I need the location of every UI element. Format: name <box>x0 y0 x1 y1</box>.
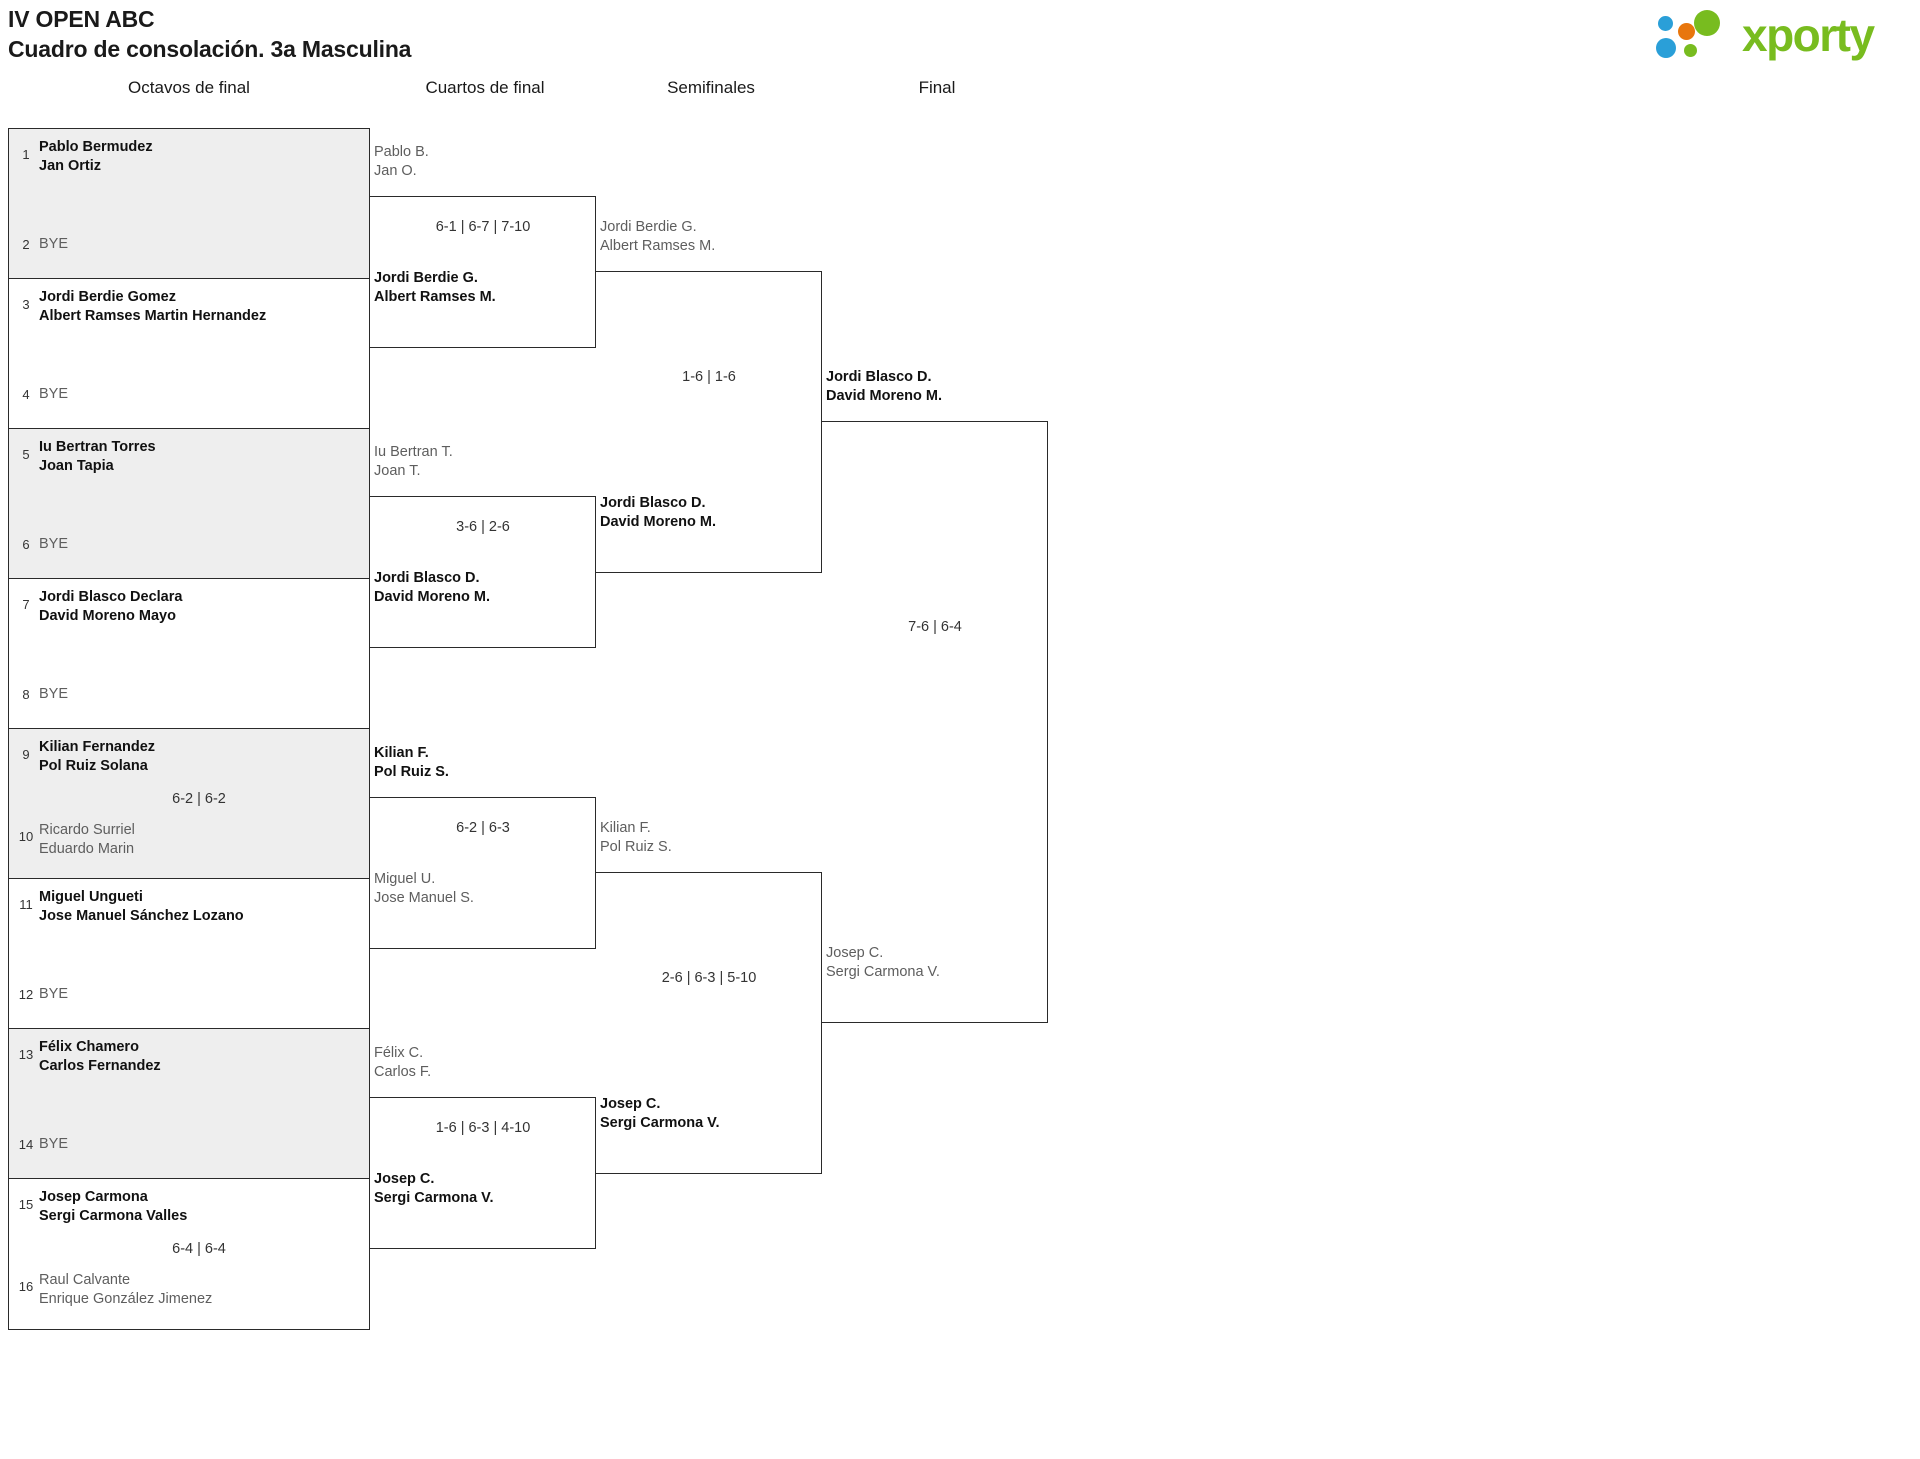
seed-number: 4 <box>22 387 30 402</box>
r1-match-1[interactable]: 1 Pablo Bermudez Jan Ortiz 2 BYE <box>8 128 370 278</box>
seed-number: 14 <box>18 1137 34 1152</box>
match-score: 3-6 | 2-6 <box>456 519 510 535</box>
r3-team-bottom-2: Josep C. Sergi Carmona V. <box>600 1096 720 1131</box>
xporty-logo: xporty <box>1656 8 1906 66</box>
r1-match-6[interactable]: 11 Miguel Ungueti Jose Manuel Sánchez Lo… <box>8 878 370 1028</box>
match-score: 2-6 | 6-3 | 5-10 <box>661 970 757 986</box>
r2-team-top-2: Iu Bertran T. Joan T. <box>374 444 453 479</box>
team-names-bottom: BYE <box>39 386 69 402</box>
page-header: IV OPEN ABC Cuadro de consolación. 3a Ma… <box>0 0 1920 80</box>
team-names-top: Pablo Bermudez Jan Ortiz <box>39 139 153 174</box>
logo-wordmark: xporty <box>1742 9 1875 61</box>
round-header-octavos: Octavos de final <box>128 78 250 97</box>
seed-number: 13 <box>18 1047 34 1062</box>
bracket-subtitle: Cuadro de consolación. 3a Masculina <box>8 36 412 62</box>
r2-team-bottom-3: Miguel U. Jose Manuel S. <box>374 871 474 906</box>
r3-match-1[interactable]: 1-6 | 1-6 Jordi Blasco D. David Moreno M… <box>596 271 822 573</box>
team-names-top: Josep Carmona Sergi Carmona Valles <box>39 1189 188 1224</box>
r2-team-top-4: Félix C. Carlos F. <box>374 1045 432 1080</box>
r1-match-2[interactable]: 3 Jordi Berdie Gomez Albert Ramses Marti… <box>8 278 370 428</box>
seed-number: 1 <box>22 147 30 162</box>
round-header-final: Final <box>918 78 956 97</box>
team-names-top: Jordi Blasco Declara David Moreno Mayo <box>39 589 183 624</box>
title-block: IV OPEN ABC Cuadro de consolación. 3a Ma… <box>8 4 411 64</box>
seed-number: 5 <box>22 447 30 462</box>
r2-match-1[interactable]: 6-1 | 6-7 | 7-10 Jordi Berdie G. Albert … <box>370 196 596 348</box>
seed-number: 7 <box>22 597 30 612</box>
r2-match-4[interactable]: 1-6 | 6-3 | 4-10 Josep C. Sergi Carmona … <box>370 1097 596 1249</box>
seed-number: 10 <box>18 829 34 844</box>
team-names-bottom: BYE <box>39 1136 69 1152</box>
team-names-bottom: BYE <box>39 686 69 702</box>
round-header-cuartos: Cuartos de final <box>425 78 545 97</box>
r1-match-4[interactable]: 7 Jordi Blasco Declara David Moreno Mayo… <box>8 578 370 728</box>
r4-team-top-1: Jordi Blasco D. David Moreno M. <box>826 369 943 404</box>
r2-team-bottom-1: Jordi Berdie G. Albert Ramses M. <box>374 270 496 305</box>
seed-number: 11 <box>19 897 33 912</box>
r4-match-1[interactable]: 7-6 | 6-4 Josep C. Sergi Carmona V. <box>822 421 1048 1023</box>
match-score: 1-6 | 6-3 | 4-10 <box>435 1120 531 1136</box>
team-names-top: Miguel Ungueti Jose Manuel Sánchez Lozan… <box>39 889 244 924</box>
r2-match-2[interactable]: 3-6 | 2-6 Jordi Blasco D. David Moreno M… <box>370 496 596 648</box>
r1-match-7[interactable]: 13 Félix Chamero Carlos Fernandez 14 BYE <box>8 1028 370 1178</box>
r3-team-bottom-1: Jordi Blasco D. David Moreno M. <box>600 495 717 530</box>
r3-match-2[interactable]: 2-6 | 6-3 | 5-10 Josep C. Sergi Carmona … <box>596 872 822 1174</box>
match-score: 6-4 | 6-4 <box>172 1241 226 1257</box>
r2-match-3[interactable]: 6-2 | 6-3 Miguel U. Jose Manuel S. <box>370 797 596 949</box>
r2-team-top-1: Pablo B. Jan O. <box>374 144 429 179</box>
seed-number: 8 <box>22 687 30 702</box>
r2-team-top-3: Kilian F. Pol Ruiz S. <box>374 745 449 780</box>
seed-number: 12 <box>18 987 34 1002</box>
round-header-semis: Semifinales <box>667 78 755 97</box>
team-names-top: Félix Chamero Carlos Fernandez <box>39 1039 161 1074</box>
team-names-top: Iu Bertran Torres Joan Tapia <box>39 439 156 474</box>
team-names-top: Jordi Berdie Gomez Albert Ramses Martin … <box>39 289 267 324</box>
seed-number: 9 <box>22 747 30 762</box>
r2-team-bottom-4: Josep C. Sergi Carmona V. <box>374 1171 494 1206</box>
team-names-top: Kilian Fernandez Pol Ruiz Solana <box>39 739 156 774</box>
logo-dots-icon <box>1656 10 1740 62</box>
seed-number: 3 <box>22 297 30 312</box>
seed-number: 16 <box>18 1279 34 1294</box>
r3-team-top-1: Jordi Berdie G. Albert Ramses M. <box>600 219 716 254</box>
seed-number: 15 <box>18 1197 34 1212</box>
team-names-bottom: BYE <box>39 986 69 1002</box>
match-score: 6-1 | 6-7 | 7-10 <box>435 219 531 235</box>
seed-number: 6 <box>22 537 30 552</box>
team-names-bottom: BYE <box>39 536 69 552</box>
match-score: 6-2 | 6-2 <box>172 791 226 807</box>
r1-match-5[interactable]: 9 Kilian Fernandez Pol Ruiz Solana 6-2 |… <box>8 728 370 878</box>
team-names-bottom: Ricardo Surriel Eduardo Marin <box>39 822 135 857</box>
r1-match-8[interactable]: 15 Josep Carmona Sergi Carmona Valles 6-… <box>8 1178 370 1330</box>
match-score: 1-6 | 1-6 <box>682 369 736 385</box>
r4-team-bottom-1: Josep C. Sergi Carmona V. <box>826 945 940 980</box>
r2-team-bottom-2: Jordi Blasco D. David Moreno M. <box>374 570 491 605</box>
r3-team-top-2: Kilian F. Pol Ruiz S. <box>600 820 672 855</box>
seed-number: 2 <box>22 237 30 252</box>
team-names-bottom: BYE <box>39 236 69 252</box>
match-score: 7-6 | 6-4 <box>908 619 962 635</box>
tournament-title: IV OPEN ABC <box>8 6 155 32</box>
team-names-bottom: Raul Calvante Enrique González Jimenez <box>39 1272 213 1307</box>
match-score: 6-2 | 6-3 <box>456 820 510 836</box>
r1-match-3[interactable]: 5 Iu Bertran Torres Joan Tapia 6 BYE <box>8 428 370 578</box>
